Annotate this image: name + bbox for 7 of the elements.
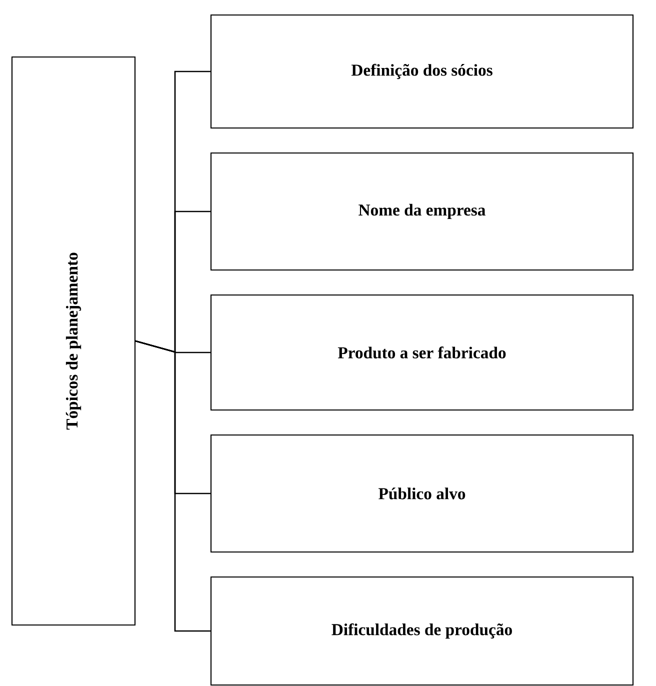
topic-box: Definição dos sócios: [210, 14, 634, 129]
topic-box: Tópicos de planejamento: [11, 56, 136, 626]
connector-line: [135, 340, 210, 632]
topic-box: Produto a ser fabricado: [210, 294, 634, 411]
topic-box: Público alvo: [210, 434, 634, 553]
topic-box: Nome da empresa: [210, 152, 634, 271]
topic-box: Dificuldades de produção: [210, 576, 634, 686]
